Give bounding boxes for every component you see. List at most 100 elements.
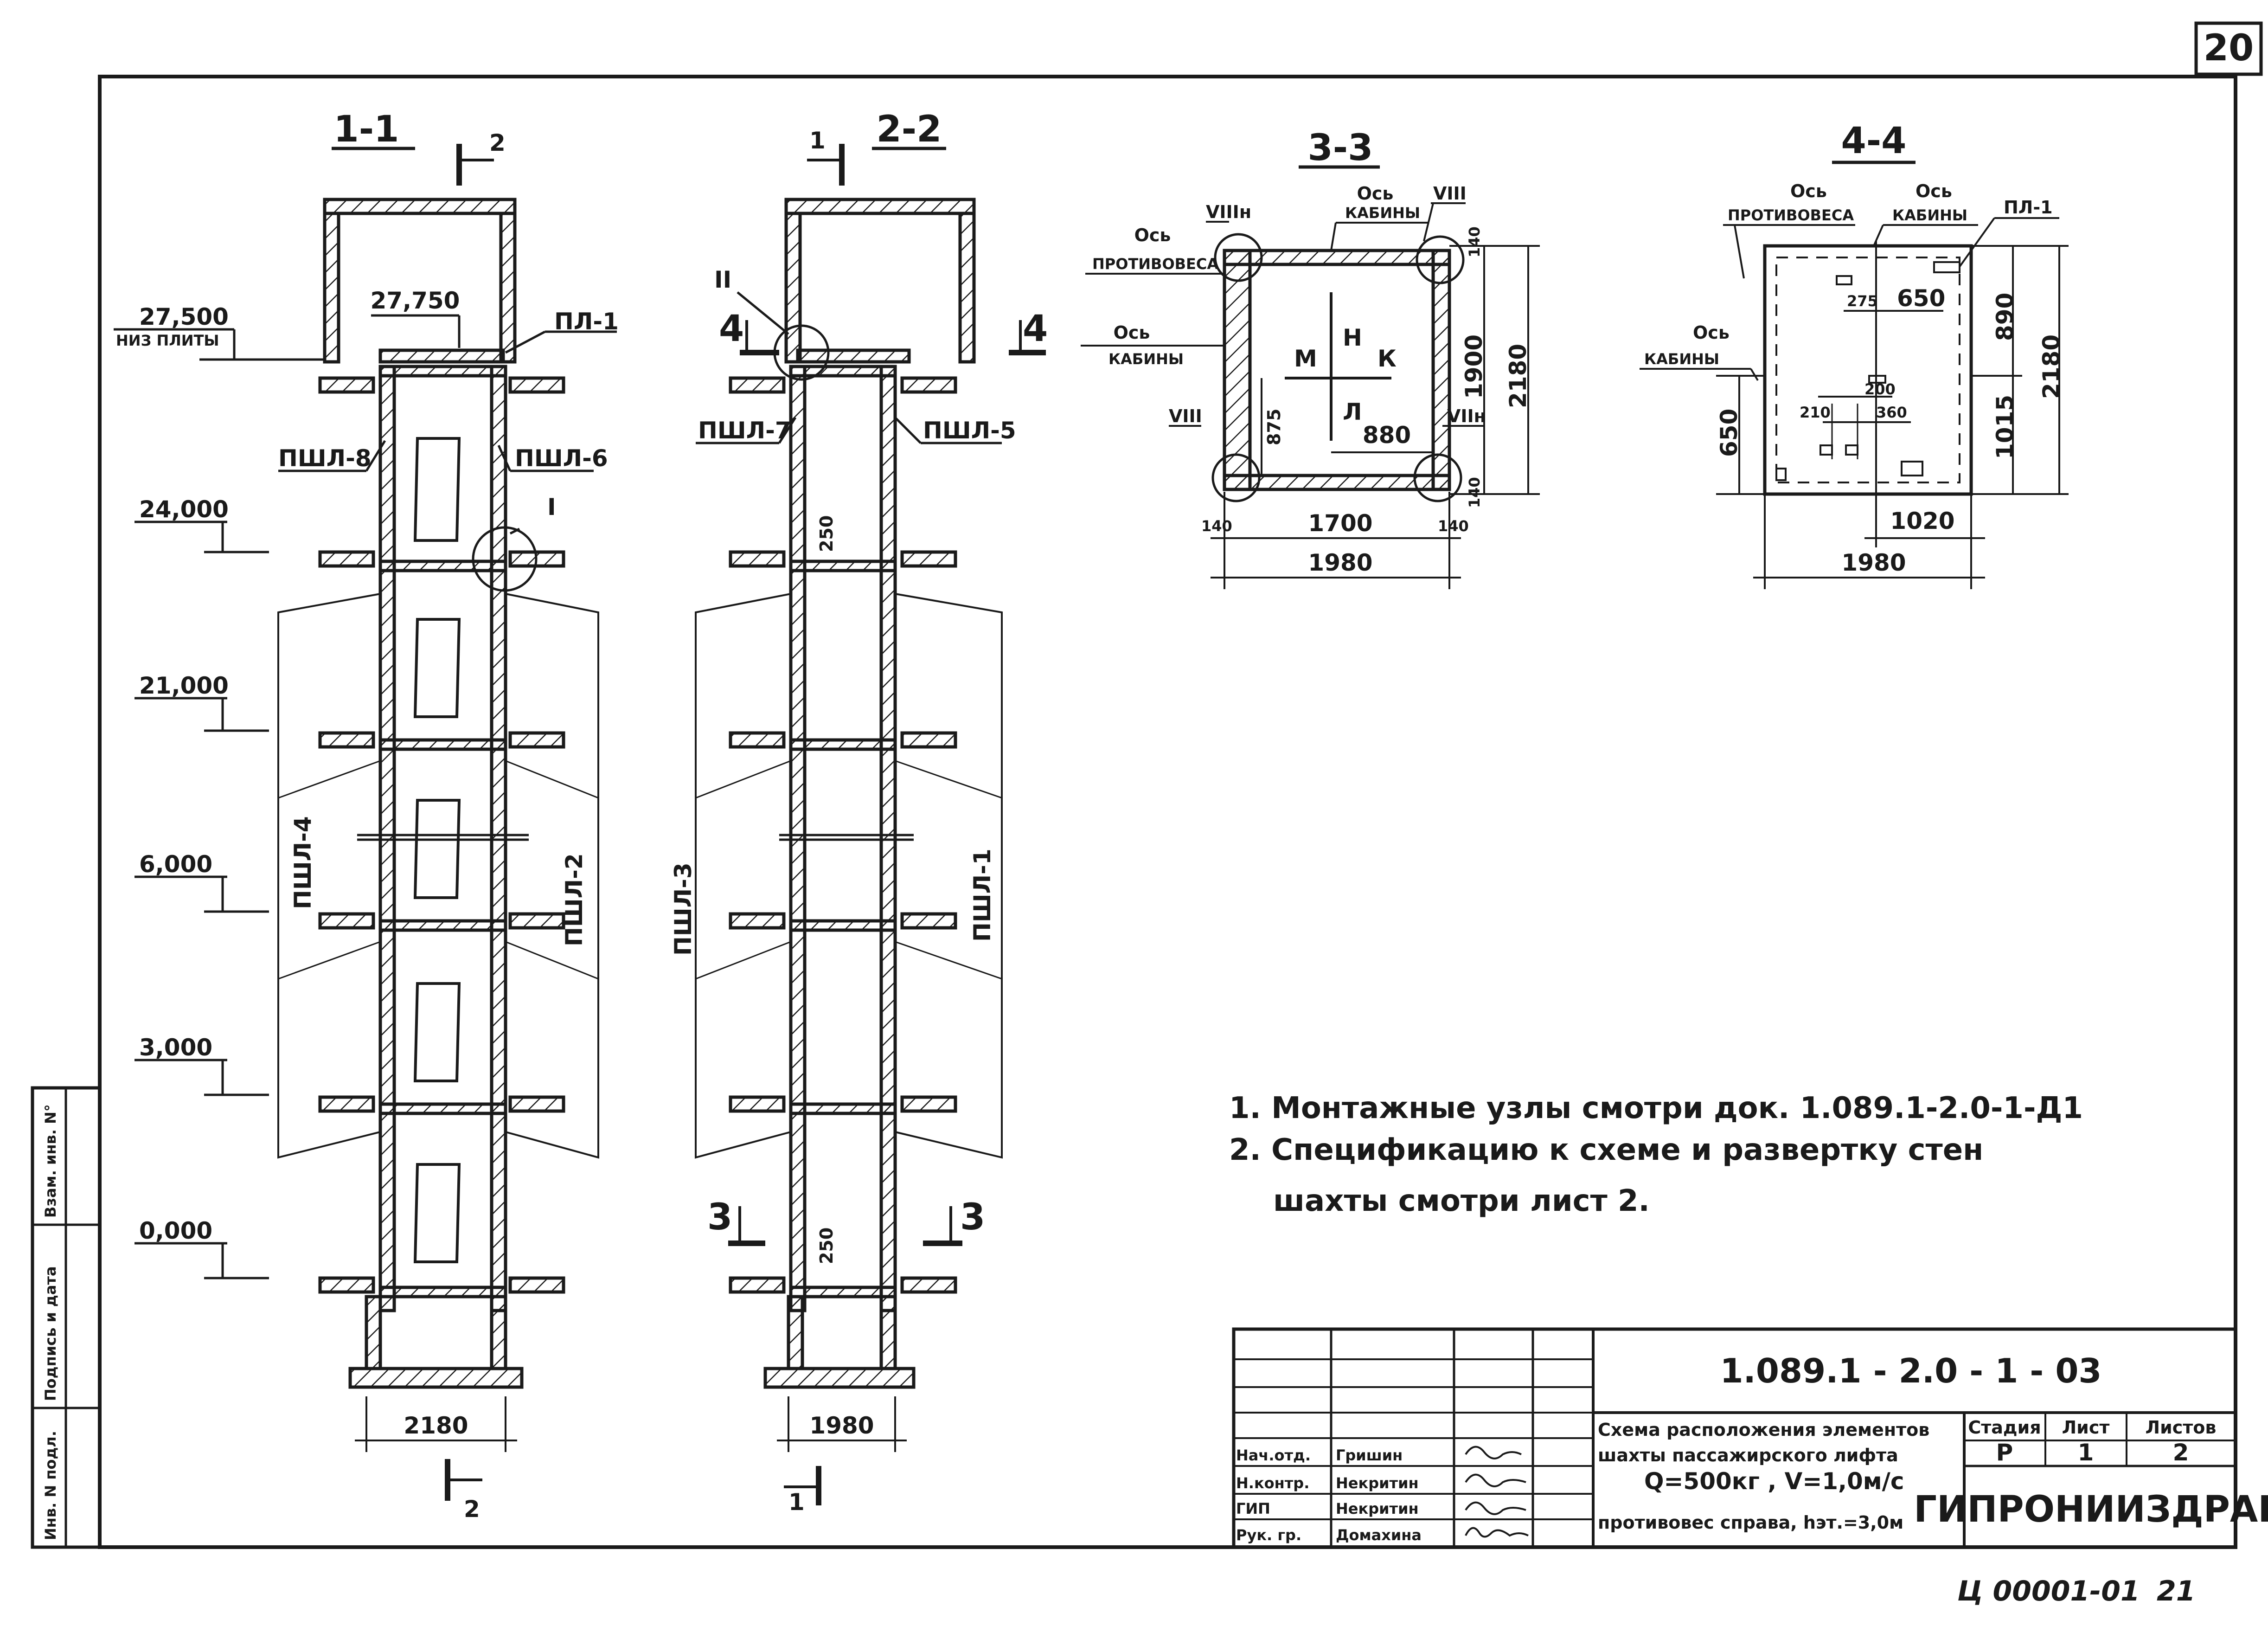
cut-marker-top: 2 — [489, 129, 506, 156]
dim-650-h: 650 — [1897, 285, 1945, 312]
tb-name-1: Гришин — [1336, 1446, 1403, 1464]
elev-note: НИЗ ПЛИТЫ — [116, 332, 219, 349]
signature-2 — [1465, 1473, 1526, 1487]
section-3-3: 3-3 VIIIн VIII VIII VIIн Ось ПРОТИВОВЕСА… — [1081, 127, 1540, 589]
panel-pshl8: ПШЛ-8 — [278, 445, 372, 472]
dim-275: 275 — [1847, 292, 1878, 310]
note-2: 2. Спецификацию к схеме и развертку стен — [1229, 1133, 1983, 1167]
elev-0000: 0,000 — [139, 1217, 212, 1244]
tb-desc-1: Схема расположения элементов — [1598, 1420, 1929, 1440]
node-vii-n: VIIн — [1447, 406, 1486, 426]
label-axis-cw-2: ПРОТИВОВЕСА — [1092, 255, 1218, 273]
section-4-4: 4-4 Ось ПРОТИВОВЕСА Ось КАБИНЫ ПЛ-1 Ось … — [1640, 120, 2069, 589]
dim-1980-33: 1980 — [1308, 549, 1372, 576]
elev-27500: 27,500 — [139, 303, 229, 330]
tb-name-3: Некритин — [1336, 1500, 1419, 1517]
dir-l: Л — [1343, 399, 1362, 425]
dim-140-top: 140 — [1466, 226, 1483, 257]
dim-250-bottom: 250 — [816, 1228, 837, 1264]
panel-pshl4: ПШЛ-4 — [289, 816, 316, 909]
tb-desc-4: противовес справа, hэт.=3,0м — [1598, 1512, 1903, 1533]
dim-140-bottom: 140 — [1466, 477, 1483, 508]
label-44-cw: Ось — [1790, 181, 1827, 201]
dim-140-right: 140 — [1438, 517, 1469, 535]
node-mark-ii: II — [714, 266, 731, 293]
stamp-signature: Подпись и дата — [42, 1266, 59, 1401]
label-axis-cabin-left-2: КАБИНЫ — [1108, 350, 1184, 368]
dim-140-left: 140 — [1201, 517, 1232, 535]
tb-name-4: Домахина — [1336, 1526, 1422, 1544]
section-4-4-title: 4-4 — [1841, 120, 1907, 162]
node-mark-i: I — [547, 494, 556, 521]
tb-val-stage: Р — [1996, 1439, 2013, 1466]
signature-1 — [1465, 1446, 1522, 1459]
tb-val-sheet: 1 — [2078, 1439, 2094, 1466]
elev-3000: 3,000 — [139, 1034, 212, 1061]
cut-4-right: 4 — [1023, 308, 1048, 350]
label-44-cabin-top: Ось — [1916, 181, 1952, 201]
section-3-3-title: 3-3 — [1308, 127, 1373, 169]
dir-m: М — [1294, 345, 1317, 372]
page-number: 20 — [2204, 27, 2254, 69]
footer-code: Ц 00001-01 — [1957, 1575, 2140, 1607]
signature-4 — [1465, 1527, 1529, 1538]
label-44-cabin-left-2: КАБИНЫ — [1644, 350, 1719, 368]
dim-1015: 1015 — [1992, 395, 2018, 459]
dim-210: 210 — [1800, 404, 1831, 421]
cut-1-bottom: 1 — [788, 1489, 805, 1516]
dim-250-top: 250 — [816, 515, 837, 552]
dim-2180-left: 2180 — [404, 1412, 468, 1439]
dir-n: Н — [1343, 324, 1362, 351]
dim-880: 880 — [1363, 422, 1411, 449]
tb-role-2: Н.контр. — [1236, 1474, 1309, 1492]
dim-360: 360 — [1876, 404, 1907, 421]
section-1-1-title: 1-1 — [334, 109, 399, 150]
elev-6000: 6,000 — [139, 851, 212, 878]
tb-head-sheets: Листов — [2146, 1417, 2217, 1438]
panel-pshl6: ПШЛ-6 — [515, 445, 608, 472]
tb-name-2: Некритин — [1336, 1474, 1419, 1492]
tb-desc-2: шахты пассажирского лифта — [1598, 1445, 1898, 1466]
tb-code: 1.089.1 - 2.0 - 1 - 03 — [1720, 1351, 2101, 1390]
panel-pshl1: ПШЛ-1 — [969, 848, 996, 942]
panel-pshl2: ПШЛ-2 — [561, 853, 588, 946]
tb-role-3: ГИП — [1236, 1500, 1270, 1517]
slab-elevation: 27,750 — [371, 287, 460, 314]
section-2-2-title: 2-2 — [877, 109, 942, 150]
dim-1980-44: 1980 — [1841, 549, 1906, 576]
page-number-box — [2194, 21, 2263, 76]
tb-val-sheets: 2 — [2173, 1439, 2189, 1466]
panel-pshl7: ПШЛ-7 — [698, 417, 791, 444]
dim-1700: 1700 — [1308, 510, 1372, 537]
cut-4-left: 4 — [719, 308, 744, 350]
label-axis-cabin-top-2: КАБИНЫ — [1345, 204, 1420, 222]
tb-head-stage: Стадия — [1968, 1417, 2041, 1438]
sheet-frame — [98, 75, 2237, 1549]
label-axis-cw: Ось — [1134, 225, 1171, 245]
tb-head-sheet: Лист — [2062, 1417, 2110, 1438]
label-44-cabin-top-2: КАБИНЫ — [1892, 206, 1967, 224]
dim-1980-mid: 1980 — [809, 1412, 874, 1439]
note-1: 1. Монтажные узлы смотри док. 1.089.1-2.… — [1229, 1091, 2083, 1125]
cut-marker-bottom: 2 — [464, 1496, 480, 1523]
label-44-cabin-left: Ось — [1693, 322, 1730, 343]
panel-pshl3: ПШЛ-3 — [670, 862, 697, 956]
dim-890: 890 — [1992, 293, 2018, 341]
dim-1900: 1900 — [1461, 334, 1487, 399]
panel-pshl5: ПШЛ-5 — [923, 417, 1016, 444]
elev-24000: 24,000 — [139, 496, 229, 523]
dim-2180-33: 2180 — [1505, 344, 1531, 408]
signature-3 — [1465, 1501, 1526, 1515]
stamp-inventory: Инв. N подл. — [42, 1431, 59, 1540]
dir-k: К — [1377, 345, 1397, 372]
label-axis-cabin-left: Ось — [1114, 322, 1150, 343]
dim-2180-44: 2180 — [2038, 334, 2065, 399]
label-axis-cabin-top: Ось — [1357, 183, 1394, 204]
dim-1020: 1020 — [1890, 508, 1954, 534]
label-44-pl1: ПЛ-1 — [2004, 197, 2053, 218]
node-viii-n: VIIIн — [1206, 202, 1251, 222]
cut-3-right: 3 — [960, 1196, 985, 1238]
title-block: 1.089.1 - 2.0 - 1 - 03 Схема расположени… — [1232, 1327, 2268, 1549]
left-stamp: Инв. N подл. Подпись и дата Взам. инв. N… — [31, 1086, 102, 1549]
